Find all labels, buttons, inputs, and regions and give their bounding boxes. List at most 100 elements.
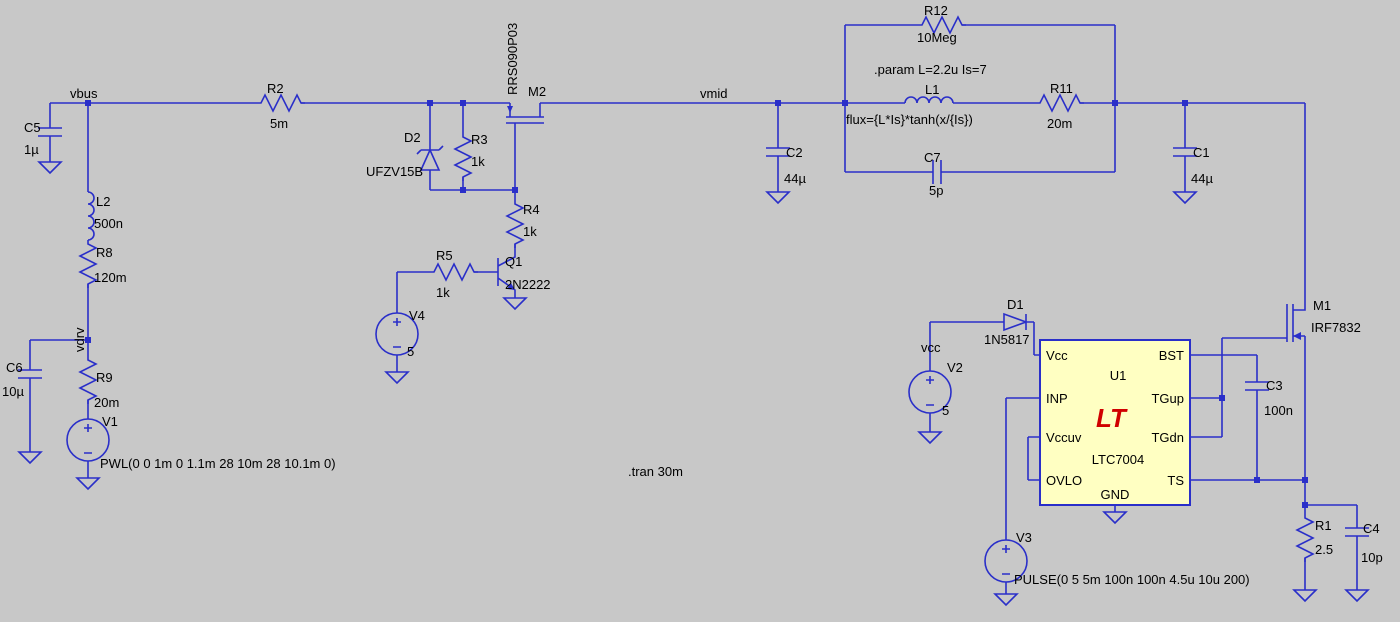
label-R12-value[interactable]: 10Meg — [917, 30, 957, 45]
label-D1-value[interactable]: 1N5817 — [984, 332, 1030, 347]
ground-icon — [918, 431, 942, 444]
label-R11-value[interactable]: 20m — [1047, 116, 1072, 131]
label-L1-name[interactable]: L1 — [925, 82, 939, 97]
ground-icon — [1345, 589, 1369, 602]
label-L2-name[interactable]: L2 — [96, 194, 110, 209]
label-C6-name[interactable]: C6 — [6, 360, 23, 375]
label-Q1-value[interactable]: 2N2222 — [505, 277, 551, 292]
resistor-R3[interactable] — [454, 132, 472, 182]
label-R5-name[interactable]: R5 — [436, 248, 453, 263]
label-C5-name[interactable]: C5 — [24, 120, 41, 135]
ground-icon — [76, 477, 100, 490]
label-C7-value[interactable]: 5p — [929, 183, 943, 198]
label-V4-name[interactable]: V4 — [409, 308, 425, 323]
ic-U1[interactable]: Vcc INP Vccuv OVLO BST TGup TGdn TS GND … — [1039, 339, 1191, 506]
label-R1-name[interactable]: R1 — [1315, 518, 1332, 533]
label-C4-value[interactable]: 10p — [1361, 550, 1383, 565]
net-label-vmid[interactable]: vmid — [700, 86, 727, 101]
capacitor-C5[interactable] — [37, 127, 63, 137]
lt-logo-icon: LT — [1096, 403, 1128, 433]
label-V3-value[interactable]: PULSE(0 5 5m 100n 100n 4.5u 10u 200) — [1014, 572, 1250, 587]
ground-icon — [38, 161, 62, 174]
resistor-R11[interactable] — [1035, 94, 1085, 112]
label-R8-name[interactable]: R8 — [96, 245, 113, 260]
ic-pin-gnd: GND — [1101, 487, 1130, 502]
wire-top-rail — [50, 24, 1305, 173]
label-D2-name[interactable]: D2 — [404, 130, 421, 145]
label-V3-name[interactable]: V3 — [1016, 530, 1032, 545]
label-M2-name[interactable]: M2 — [528, 84, 546, 99]
label-R9-name[interactable]: R9 — [96, 370, 113, 385]
ground-icon — [766, 191, 790, 204]
label-R3-name[interactable]: R3 — [471, 132, 488, 147]
resistor-R1[interactable] — [1296, 513, 1314, 563]
wire-vmid-caps — [777, 103, 1186, 192]
label-M2-value[interactable]: RRS090P03 — [505, 23, 520, 95]
ic-pin-bst: BST — [1159, 348, 1184, 363]
zener-diode-D2[interactable] — [416, 145, 444, 171]
resistor-R4[interactable] — [506, 199, 524, 249]
label-M1-value[interactable]: IRF7832 — [1311, 320, 1361, 335]
ic-pin-tgdn: TGdn — [1151, 430, 1184, 445]
ic-refdes: U1 — [1110, 368, 1127, 383]
label-C3-name[interactable]: C3 — [1266, 378, 1283, 393]
label-C1-value[interactable]: 44µ — [1191, 171, 1213, 186]
wire-left-column — [29, 103, 89, 478]
net-label-vbus[interactable]: vbus — [70, 86, 98, 101]
net-label-vdrv[interactable]: vdrv — [72, 327, 87, 352]
ic-body[interactable] — [1039, 339, 1191, 506]
label-D1-name[interactable]: D1 — [1007, 297, 1024, 312]
directive-tran[interactable]: .tran 30m — [628, 464, 683, 479]
label-R12-name[interactable]: R12 — [924, 3, 948, 18]
label-R3-value[interactable]: 1k — [471, 154, 485, 169]
directive-param[interactable]: .param L=2.2u Is=7 — [874, 62, 987, 77]
label-C1-name[interactable]: C1 — [1193, 145, 1210, 160]
label-V1-name[interactable]: V1 — [102, 414, 118, 429]
label-V2-name[interactable]: V2 — [947, 360, 963, 375]
label-C4-name[interactable]: C4 — [1363, 521, 1380, 536]
net-label-vcc[interactable]: vcc — [921, 340, 941, 355]
resistor-R5[interactable] — [429, 263, 479, 281]
label-L2-value[interactable]: 500n — [94, 216, 123, 231]
label-V1-value[interactable]: PWL(0 0 1m 0 1.1m 28 10m 28 10.1m 0) — [100, 456, 336, 471]
ic-pin-vcc: Vcc — [1046, 348, 1068, 363]
label-L1-value[interactable]: flux={L*Is}*tanh(x/{Is}) — [846, 112, 973, 127]
label-D2-value[interactable]: UFZV15B — [366, 164, 423, 179]
label-R4-name[interactable]: R4 — [523, 202, 540, 217]
label-M1-name[interactable]: M1 — [1313, 298, 1331, 313]
label-R1-value[interactable]: 2.5 — [1315, 542, 1333, 557]
label-R8-value[interactable]: 120m — [94, 270, 127, 285]
label-R2-value[interactable]: 5m — [270, 116, 288, 131]
ground-icon — [1293, 589, 1317, 602]
label-V4-value[interactable]: 5 — [407, 344, 414, 359]
wire-driver-output — [929, 103, 1358, 594]
pmos-M2[interactable] — [502, 102, 548, 124]
ground-icon — [503, 297, 527, 310]
diode-D1[interactable] — [1003, 312, 1029, 332]
label-C3-value[interactable]: 100n — [1264, 403, 1293, 418]
label-R2-name[interactable]: R2 — [267, 81, 284, 96]
junction-dots — [85, 100, 1308, 508]
label-R9-value[interactable]: 20m — [94, 395, 119, 410]
npn-Q1[interactable] — [497, 252, 516, 298]
label-R5-value[interactable]: 1k — [436, 285, 450, 300]
label-C5-value[interactable]: 1µ — [24, 142, 39, 157]
label-C2-name[interactable]: C2 — [786, 145, 803, 160]
label-R4-value[interactable]: 1k — [523, 224, 537, 239]
ground-icon — [385, 371, 409, 384]
label-C7-name[interactable]: C7 — [924, 150, 941, 165]
ground-icon — [994, 593, 1018, 606]
nmos-M1[interactable] — [1265, 302, 1306, 345]
resistor-R2[interactable] — [256, 94, 306, 112]
label-Q1-name[interactable]: Q1 — [505, 254, 522, 269]
label-R11-name[interactable]: R11 — [1050, 81, 1073, 96]
inductor-L1[interactable] — [904, 96, 954, 104]
label-C2-value[interactable]: 44µ — [784, 171, 806, 186]
label-C6-value[interactable]: 10µ — [2, 384, 24, 399]
ic-pin-ovlo: OVLO — [1046, 473, 1082, 488]
ic-pin-vccuv: Vccuv — [1046, 430, 1082, 445]
wires[interactable] — [29, 24, 1358, 594]
label-V2-value[interactable]: 5 — [942, 403, 949, 418]
ground-icon — [1103, 511, 1127, 524]
